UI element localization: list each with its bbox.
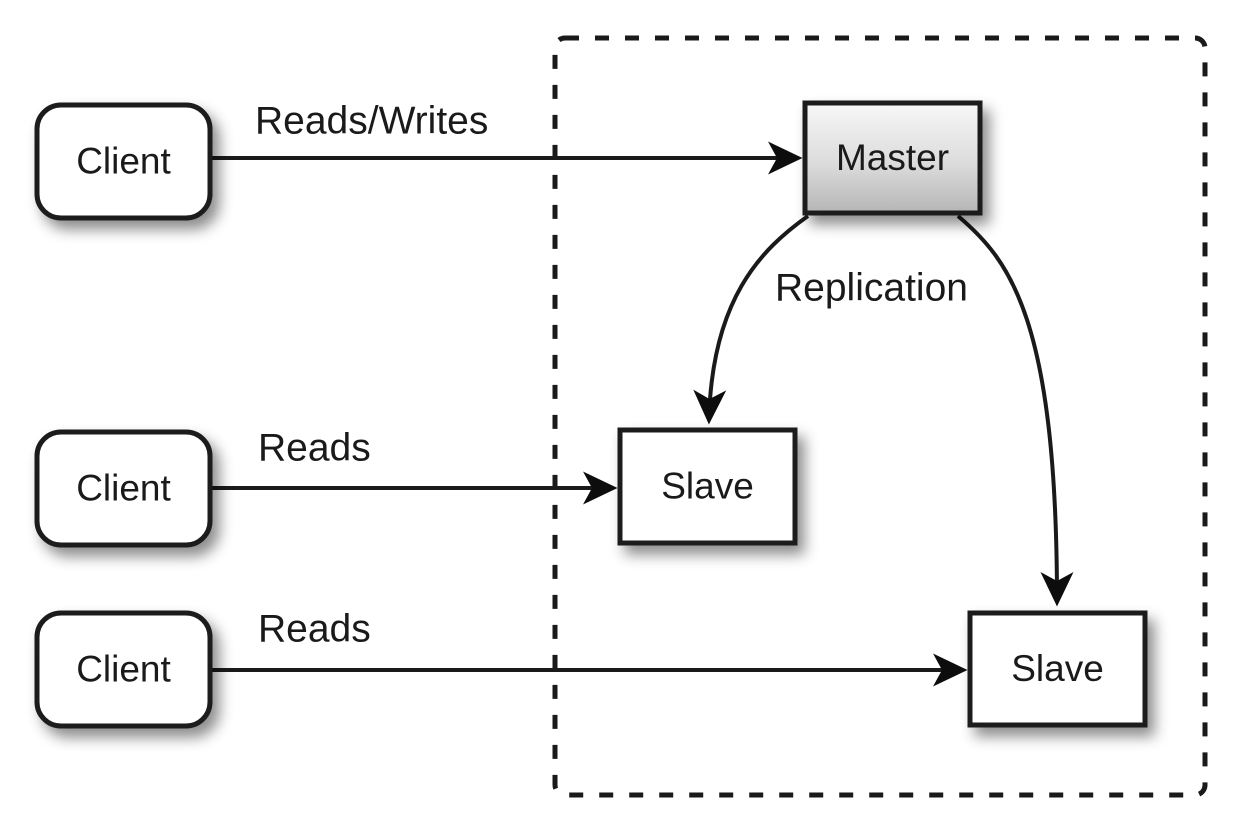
edge-label-reads-writes: Reads/Writes (255, 99, 488, 142)
node-slave-1-label: Slave (661, 465, 754, 506)
edges-layer (210, 141, 1074, 687)
node-slave-2[interactable]: Slave (967, 610, 1148, 728)
node-client-2-label: Client (76, 467, 171, 508)
edge-master-slave2 (956, 214, 1074, 607)
node-client-3[interactable]: Client (34, 610, 213, 729)
node-slave-1[interactable]: Slave (617, 427, 798, 546)
node-client-3-label: Client (76, 648, 171, 689)
edge-label-reads-slave-1: Reads (258, 426, 371, 469)
node-slave-2-label: Slave (1011, 648, 1104, 689)
database-cluster-boundary (552, 35, 1208, 798)
edge-labels-layer: Reads/Writes Replication Reads Reads (255, 99, 968, 650)
node-client-1[interactable]: Client (34, 102, 213, 221)
node-master[interactable]: Master (802, 100, 983, 216)
node-client-1-label: Client (76, 140, 171, 181)
edge-label-replication: Replication (775, 266, 968, 309)
node-client-2[interactable]: Client (34, 429, 213, 548)
node-master-label: Master (836, 137, 949, 178)
edge-label-reads-slave-2: Reads (258, 607, 371, 650)
edge-master-slave1 (693, 214, 810, 425)
